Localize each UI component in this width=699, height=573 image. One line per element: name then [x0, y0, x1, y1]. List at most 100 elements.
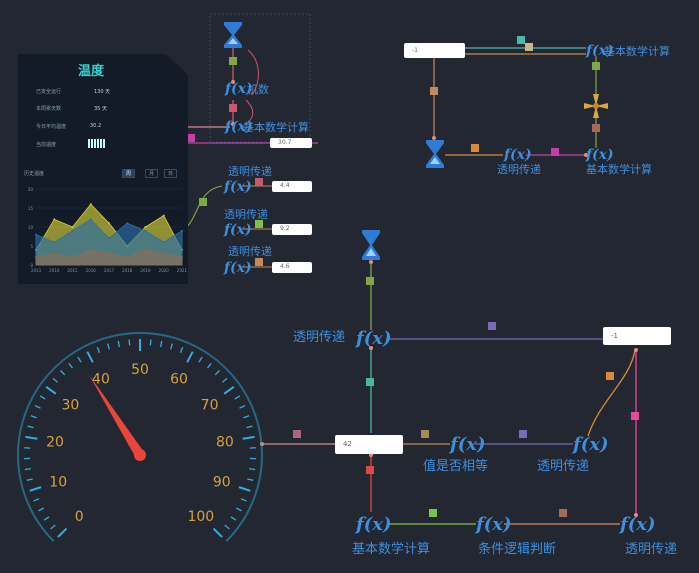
- hourglass-icon: [222, 20, 244, 54]
- main-value-box-right[interactable]: -1: [603, 327, 671, 345]
- data-point: [144, 229, 147, 232]
- fx-random-node[interactable]: f(x): [225, 81, 253, 97]
- gauge-tick: [43, 516, 50, 521]
- fx-cond-node[interactable]: f(x): [476, 514, 512, 535]
- pass-box-1[interactable]: 4.4: [272, 181, 312, 192]
- gauge-tick-label: 80: [216, 435, 234, 451]
- fx-random-label: 机数: [247, 83, 269, 96]
- x-tick-label: 2014: [49, 268, 60, 273]
- data-point: [35, 233, 37, 236]
- history-label: 历史温度: [24, 171, 45, 177]
- fx-top-math-node[interactable]: f(x): [586, 43, 614, 59]
- data-point: [108, 222, 110, 225]
- gauge-tick: [247, 478, 254, 481]
- gauge-tick: [198, 356, 203, 363]
- gauge-outer-arc: [17, 332, 263, 542]
- gauge-tick: [29, 486, 42, 492]
- gauge-tick: [246, 425, 253, 429]
- temperature-panel: 温度 已安全运行 130 天 本周累天数 35 天 今日平均温度 30.2 当前…: [18, 54, 188, 284]
- current-temp-box[interactable]: 30.7: [270, 138, 312, 148]
- data-point: [71, 256, 74, 259]
- gauge-tick: [96, 346, 101, 353]
- gauge-tick-label: 100: [187, 509, 214, 525]
- fx-pass3-node[interactable]: f(x): [620, 514, 656, 535]
- pass3-label: 透明传递: [625, 542, 678, 557]
- row-label-avg-temp: 今日平均温度: [36, 124, 67, 130]
- y-tick-label: 0: [30, 263, 33, 268]
- data-point: [108, 252, 110, 255]
- panel-title: 温度: [78, 64, 105, 79]
- top-value-box[interactable]: -1: [404, 43, 465, 58]
- gauge-tick: [60, 369, 66, 376]
- pass-label-1: 透明传递: [228, 165, 272, 178]
- gauge-tick: [27, 425, 34, 429]
- gauge-tick: [179, 346, 184, 353]
- fx-math-node[interactable]: f(x): [225, 119, 253, 135]
- x-tick-label: 2018: [122, 268, 133, 273]
- row-label-week-days: 本周累天数: [36, 106, 62, 112]
- y-tick-label: 20: [28, 187, 34, 192]
- x-tick-label: 2019: [140, 268, 151, 273]
- fx-math-bottom-node[interactable]: f(x): [356, 514, 392, 535]
- gauge-tick: [206, 362, 212, 369]
- fx-pass-node-2[interactable]: f(x): [224, 222, 252, 238]
- gauge-tick: [186, 351, 194, 363]
- gauge-tick-label: 20: [46, 435, 64, 451]
- x-tick-label: 2015: [67, 268, 78, 273]
- gauge-tick: [159, 340, 163, 348]
- data-point: [126, 222, 129, 225]
- gauge-tick: [212, 527, 223, 538]
- fan-icon: [582, 92, 610, 124]
- gauge-tick: [38, 507, 44, 512]
- gauge-tick: [117, 340, 121, 348]
- gauge-needle: [88, 373, 145, 458]
- fx-top-math2-node[interactable]: f(x): [586, 147, 614, 163]
- fx-eq-node[interactable]: f(x): [450, 434, 486, 455]
- segment-month[interactable]: 月: [145, 169, 159, 178]
- data-point: [162, 252, 165, 255]
- gauge-tick-label: 40: [92, 371, 110, 387]
- data-point: [89, 218, 92, 221]
- segment-week[interactable]: 周: [122, 169, 136, 178]
- gauge-hub: [134, 449, 146, 461]
- main-value-box-left[interactable]: 42: [335, 435, 403, 454]
- gauge-tick: [223, 386, 235, 395]
- data-point: [71, 229, 74, 232]
- gauge-tick: [24, 468, 31, 471]
- top-pass-label: 透明传递: [497, 163, 541, 176]
- pass-label-2: 透明传递: [224, 208, 268, 221]
- main-pass-label: 透明传递: [293, 330, 346, 345]
- fx-pass-node-1[interactable]: f(x): [224, 179, 252, 195]
- gauge-tick: [30, 415, 37, 419]
- eq-label: 值是否相等: [423, 459, 489, 474]
- gauge-tick: [25, 435, 38, 440]
- x-tick-label: 2017: [104, 268, 115, 273]
- fx-pass-node-3[interactable]: f(x): [224, 260, 252, 276]
- gauge-tick: [238, 486, 251, 492]
- gauge-tick: [128, 339, 131, 346]
- pass2-label: 透明传递: [537, 459, 590, 474]
- fx-pass2-node[interactable]: f(x): [573, 434, 609, 455]
- pass-box-3[interactable]: 4.6: [272, 262, 312, 273]
- fx-math-label: 基本数学计算: [243, 121, 309, 134]
- gauge-tick: [33, 498, 40, 502]
- segment-day[interactable]: 日: [164, 169, 178, 178]
- pass-box-2[interactable]: 9.2: [272, 224, 312, 235]
- x-tick-label: 2020: [159, 268, 170, 273]
- fx-main-pass-node[interactable]: f(x): [356, 328, 392, 349]
- data-point: [89, 248, 92, 251]
- data-point: [162, 214, 165, 217]
- fx-top-pass-node[interactable]: f(x): [504, 147, 532, 163]
- gauge-tick-label: 90: [213, 475, 231, 491]
- gauge-tick: [39, 395, 46, 400]
- data-point: [144, 226, 147, 228]
- row-label-run-days: 已安全运行: [36, 89, 62, 95]
- gauge-tick-label: 10: [49, 475, 67, 491]
- gauge-tick: [234, 395, 241, 400]
- data-point: [53, 252, 56, 255]
- x-tick-label: 2016: [86, 268, 97, 273]
- gauge-tick-label: 70: [201, 397, 219, 413]
- gauge-tick: [45, 386, 57, 395]
- data-point: [181, 229, 183, 232]
